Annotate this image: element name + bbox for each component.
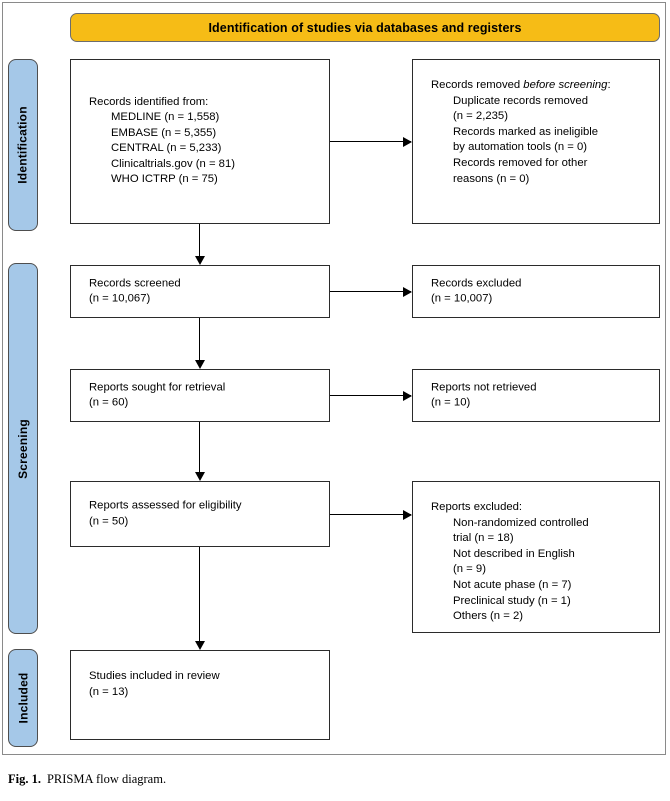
box-line-primary: Records screened: [89, 276, 181, 289]
box-records-screened: Records screened (n = 10,067): [70, 265, 330, 318]
box-studies-included-in-review: Studies included in review (n = 13): [70, 650, 330, 740]
stage-label-screening: Screening: [16, 418, 31, 479]
box-line-primary: Reports not retrieved: [431, 380, 537, 393]
box-line-primary: Studies included in review: [89, 670, 220, 682]
flow-header-banner: Identification of studies via databases …: [70, 13, 660, 42]
figure-caption: Fig. 1. PRISMA flow diagram.: [8, 772, 166, 787]
arrow-assessed-to-excluded: [330, 509, 412, 520]
box-line-item: reasons (n = 0): [453, 172, 530, 185]
box-line-item: (n = 2,235): [453, 110, 508, 123]
box-line-title: Records identified from:: [89, 95, 209, 108]
box-line-title: Records removed before screening:: [431, 78, 651, 94]
box-records-excluded: Records excluded (n = 10,007): [412, 265, 660, 318]
box-title-pre: Records removed: [431, 79, 524, 91]
figure-caption-text: PRISMA flow diagram.: [46, 772, 167, 786]
arrow-assessed-to-included: [194, 547, 205, 650]
arrow-identified-to-screened: [194, 224, 205, 265]
stage-label-identification: Identification: [16, 106, 30, 184]
box-line-reason: Not described in English: [453, 547, 575, 560]
box-records-removed-before-screening: Records removed before screening: Duplic…: [412, 59, 660, 224]
box-title-emphasis: before screening: [523, 79, 608, 91]
box-line-reason: Preclinical study (n = 1): [453, 594, 571, 607]
box-line-primary: Reports assessed for eligibility: [89, 499, 242, 512]
box-line-source: CENTRAL (n = 5,233): [111, 142, 222, 155]
box-reports-not-retrieved: Reports not retrieved (n = 10): [412, 369, 660, 422]
box-reports-excluded-with-reasons: Reports excluded: Non-randomized control…: [412, 481, 660, 633]
box-line-reason: trial (n = 18): [453, 532, 514, 545]
stage-label-included: Included: [16, 672, 30, 724]
box-line-primary: Records excluded: [431, 276, 522, 289]
figure-caption-label: Fig. 1.: [8, 772, 41, 786]
box-line-count: (n = 10,067): [89, 292, 151, 305]
box-line-reason: Non-randomized controlled: [453, 516, 589, 529]
figure-frame: [2, 2, 666, 755]
box-line-source: WHO ICTRP (n = 75): [111, 173, 218, 186]
box-line-title: Reports excluded:: [431, 501, 523, 513]
box-line-count: (n = 60): [89, 396, 129, 409]
box-line-item: Records marked as ineligible: [453, 125, 599, 138]
stage-tab-screening: Screening: [8, 263, 38, 634]
arrow-identified-to-removed: [330, 136, 412, 147]
box-line-reason: Others (n = 2): [453, 610, 524, 623]
stage-tab-included: Included: [8, 649, 38, 747]
box-line-count: (n = 10): [431, 396, 471, 409]
flow-header-title: Identification of studies via databases …: [208, 20, 522, 35]
box-line-item: Duplicate records removed: [453, 94, 588, 107]
arrow-sought-to-assessed: [194, 422, 205, 481]
box-line-source: EMBASE (n = 5,355): [111, 126, 217, 139]
box-line-primary: Reports sought for retrieval: [89, 380, 226, 393]
box-line-item: by automation tools (n = 0): [453, 141, 588, 154]
box-line-item: Records removed for other: [453, 156, 588, 169]
arrow-screened-to-sought: [194, 318, 205, 369]
box-line-count: (n = 13): [89, 685, 129, 698]
box-line-reason: Not acute phase (n = 7): [453, 578, 572, 591]
box-line-count: (n = 10,007): [431, 292, 493, 305]
box-reports-assessed-for-eligibility: Reports assessed for eligibility (n = 50…: [70, 481, 330, 547]
box-line-reason: (n = 9): [453, 563, 486, 576]
box-reports-sought-for-retrieval: Reports sought for retrieval (n = 60): [70, 369, 330, 422]
arrow-screened-to-excluded: [330, 286, 412, 297]
stage-tab-identification: Identification: [8, 59, 38, 231]
box-title-post: :: [607, 79, 611, 91]
box-line-source: Clinicaltrials.gov (n = 81): [111, 158, 236, 171]
arrow-sought-to-not-retrieved: [330, 390, 412, 401]
box-line-count: (n = 50): [89, 515, 129, 527]
box-records-identified: Records identified from: MEDLINE (n = 1,…: [70, 59, 330, 224]
box-line-source: MEDLINE (n = 1,558): [111, 111, 220, 124]
